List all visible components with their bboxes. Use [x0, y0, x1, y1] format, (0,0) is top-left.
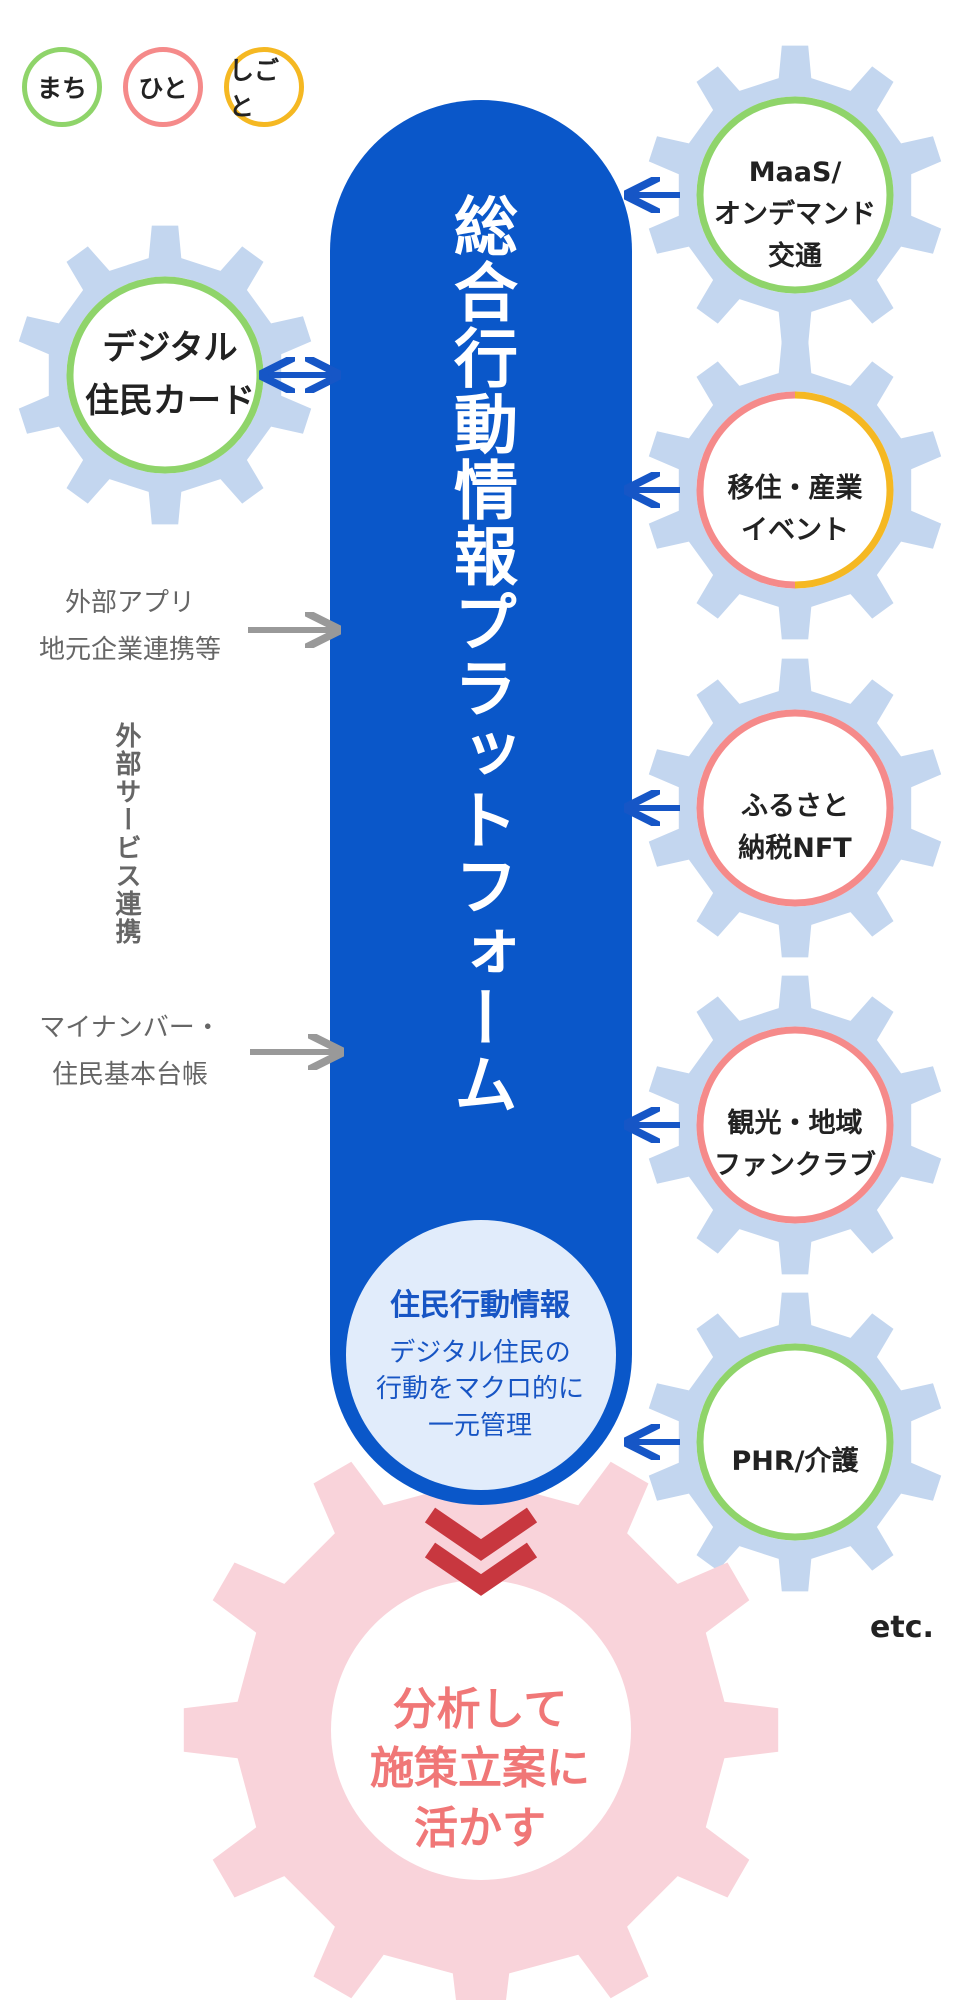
legend-label: ひと — [138, 74, 188, 103]
digital-resident-card-label: デジタル 住民カード — [85, 328, 255, 421]
digital-card-gear-face — [66, 276, 264, 474]
service-maas-label: MaaS/ オンデマンド 交通 — [714, 157, 876, 272]
external-app-text: 外部アプリ 地元企業連携等 — [38, 588, 221, 665]
gears-layer — [18, 45, 942, 2000]
service-furusato-label: ふるさと 納税NFT — [738, 791, 852, 864]
down-chevron-icon — [424, 1542, 538, 1596]
down-chevron-icon — [424, 1507, 538, 1561]
result-text: 分析して 施策立案に 活かす — [370, 1684, 590, 1854]
service-1-ring-right — [794, 391, 894, 589]
service-3-gear-face — [696, 1026, 894, 1224]
legend-label: まち — [36, 74, 87, 103]
service-0-ring — [696, 96, 894, 294]
service-phr-label: PHR/介護 — [731, 1446, 859, 1478]
etc-label: etc. — [870, 1610, 934, 1645]
external-services-vertical-label: 外部サービス連携 — [111, 722, 141, 946]
info-circle — [346, 1220, 616, 1490]
service-4-gear-face — [696, 1343, 894, 1541]
legend-hito: ひと — [123, 47, 203, 127]
info-body: デジタル住民の 行動をマクロ的に 一元管理 — [375, 1338, 584, 1441]
legend-machi: まち — [22, 47, 102, 127]
arrows-layer — [248, 195, 680, 1442]
service-3-ring — [696, 1026, 894, 1224]
platform-pill — [330, 100, 632, 1505]
service-4-ring — [696, 1343, 894, 1541]
service-2-ring — [696, 709, 894, 907]
service-tourism-label: 観光・地域 ファンクラブ — [714, 1108, 876, 1181]
info-title: 住民行動情報 — [390, 1288, 570, 1323]
platform-title: 総合行動情報プラットフォーム — [330, 150, 630, 1160]
platform-layer — [330, 100, 632, 1505]
service-0-gear-face — [696, 96, 894, 294]
legend-shigoto: しごと — [224, 47, 304, 127]
legend-label: しごと — [229, 56, 280, 121]
service-1-ring-left — [696, 391, 796, 589]
service-2-gear-face — [696, 709, 894, 907]
result-gear-face — [331, 1580, 631, 1880]
platform-title-text: 総合行動情報プラットフォーム — [443, 193, 517, 1117]
chevron-layer — [424, 1507, 538, 1596]
service-1-gear-face — [696, 391, 894, 589]
service-migration-label: 移住・産業 イベント — [727, 473, 863, 546]
my-number-text: マイナンバー・ 住民基本台帳 — [39, 1013, 221, 1090]
